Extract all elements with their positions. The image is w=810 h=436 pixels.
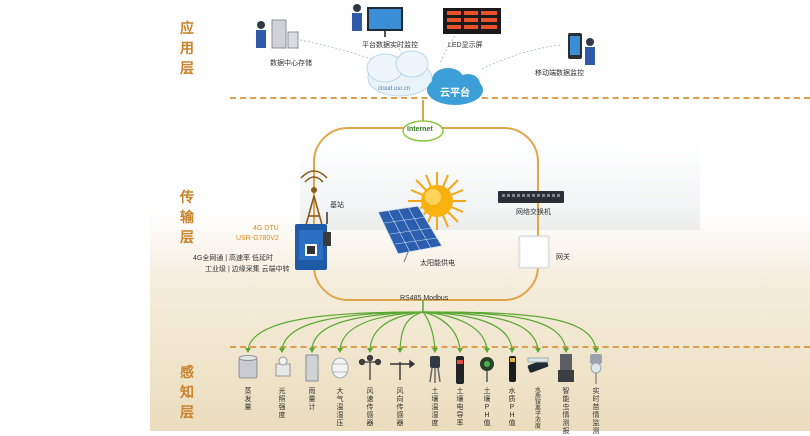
solar-label: 太阳能供电: [420, 260, 455, 267]
light-sensor-icon: [275, 356, 291, 377]
switch-label: 网络交换机: [516, 209, 551, 216]
evaporation-sensor-icon: [238, 355, 258, 379]
sensor-label: 实时苗情监测: [592, 388, 600, 435]
dtu-model-line2: USR-G780V2: [236, 235, 279, 242]
cloud-platform-label: 云平台: [440, 88, 470, 99]
gateway-icon: [518, 235, 550, 269]
sensor-label: 蒸发量: [244, 388, 252, 411]
layer-label-sensing: 感知层: [180, 364, 194, 420]
soil-ph-sensor-icon: [480, 357, 494, 382]
mobile-label: 移动端数据监控: [535, 70, 584, 77]
link-platform-cloud: [394, 41, 406, 59]
monitor-icon: [352, 4, 403, 37]
sensor-label: 风向传感器: [396, 388, 404, 427]
led-screen-icon: [443, 8, 501, 34]
sensor-links: [247, 311, 597, 351]
mobile-icon: [568, 33, 595, 65]
link-mobile-cloud: [479, 44, 561, 71]
link-datacenter-cloud: [299, 39, 379, 63]
dtu-desc-line1: 4G全网通 | 高速率 低延时: [193, 255, 273, 262]
field-background: [150, 210, 810, 431]
led-label: LED显示屏: [448, 42, 483, 49]
soil-conductivity-sensor-icon: [456, 356, 464, 384]
dtu-model-line1: 4G DTU: [253, 225, 279, 232]
sensor-label: 智能虫情测报: [562, 388, 570, 435]
sensor-label: 水质PH值: [508, 388, 516, 427]
sensor-label: 大气温湿压: [336, 388, 344, 427]
internet-label: Internet: [407, 126, 433, 133]
sensor-label: 光照强度: [278, 388, 286, 419]
sensor-label: 风速传感器: [366, 388, 374, 427]
sensor-label: 土壤电导率: [456, 388, 464, 427]
water-ph-sensor-icon: [509, 356, 516, 382]
bus-label: RS485 Modbus: [400, 295, 449, 302]
platform-label: 平台数据实时监控: [362, 42, 418, 49]
cloud-url-label: cloud.usr.cn: [378, 86, 411, 92]
crop-monitor-icon: [590, 354, 602, 384]
sensor-label: 土壤温湿度: [431, 388, 439, 427]
datacenter-label: 数据中心存储: [270, 60, 312, 67]
link-led-cloud: [439, 35, 456, 65]
gateway-label: 网关: [556, 254, 570, 261]
divider-transport-sensing: [230, 346, 810, 348]
dtu-device-icon: [295, 212, 331, 270]
layer-label-transport: 传输层: [180, 189, 194, 245]
water-ammonium-sensor-icon: [527, 357, 549, 373]
wind-speed-sensor-icon: [358, 354, 382, 380]
internet-badge: [402, 120, 444, 142]
insect-monitor-icon: [558, 354, 574, 382]
datacenter-icon: [256, 19, 299, 49]
soil-moisture-sensor-icon: [429, 356, 441, 383]
sun-icon: [408, 172, 466, 230]
atmosphere-sensor-icon: [331, 357, 349, 379]
solar-panel-icon: [377, 205, 443, 263]
transport-loop: [313, 127, 539, 301]
switch-icon: [498, 191, 564, 203]
sensor-label: 雨量计: [308, 388, 316, 411]
base-station-label: 基站: [330, 202, 344, 209]
rain-gauge-icon: [305, 354, 319, 382]
cloud-shape: [366, 50, 483, 105]
dtu-desc-line2: 工业级 | 边缘采集 云端中转: [205, 266, 290, 273]
wind-direction-sensor-icon: [390, 359, 416, 380]
divider-app-transport: [230, 97, 810, 99]
layer-label-application: 应用层: [180, 20, 194, 76]
sensor-label: 土壤PH值: [483, 388, 491, 427]
sensor-label: 水质铵离子浓度: [534, 388, 541, 430]
